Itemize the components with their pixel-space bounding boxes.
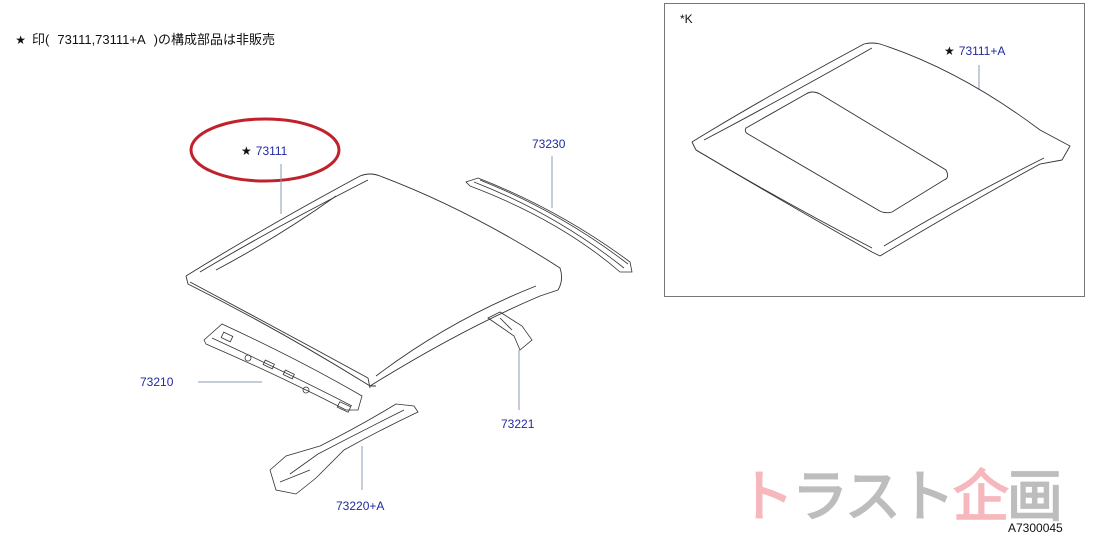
front-header-73210	[203, 323, 363, 413]
part-label-73221[interactable]: 73221	[501, 417, 535, 431]
watermark-part-2: ラスト	[792, 464, 955, 530]
watermark-part-3: 企	[952, 464, 1009, 530]
watermark-part-4: 画	[1006, 464, 1063, 530]
roof-panel-73111	[185, 173, 563, 389]
star-icon: ★	[944, 44, 955, 58]
part-label-73111[interactable]: ★73111	[241, 144, 287, 158]
part-number: 73111	[255, 144, 288, 158]
star-icon: ★	[15, 33, 26, 47]
part-number: 73111+A	[958, 44, 1006, 58]
sunroof-panel-73111A	[691, 42, 1071, 257]
diagram-code: A7300045	[1008, 521, 1063, 535]
part-label-73210[interactable]: 73210	[140, 375, 174, 389]
highlight-ellipse	[189, 117, 341, 183]
note-suffix: )の構成部品は非販売	[153, 32, 276, 47]
part-label-73230[interactable]: 73230	[532, 137, 566, 151]
watermark-logo: トラスト企画	[738, 452, 1063, 533]
cross-member-73220A	[269, 403, 419, 495]
part-label-73220a[interactable]: 73220+A	[336, 499, 385, 513]
inset-variant-box	[664, 3, 1085, 297]
note-prefix: 印(	[32, 32, 50, 47]
rear-rail-73230	[465, 177, 633, 273]
part-label-73111a[interactable]: ★73111+A	[944, 44, 1005, 58]
non-sale-note: ★ 印( 73111,73111+A )の構成部品は非販売	[8, 14, 275, 48]
star-icon: ★	[241, 144, 252, 158]
inset-tag: *K	[680, 12, 693, 26]
bracket-73221	[487, 311, 533, 351]
note-codes: 73111,73111+A	[57, 32, 146, 47]
watermark-part-1: ト	[738, 464, 794, 530]
